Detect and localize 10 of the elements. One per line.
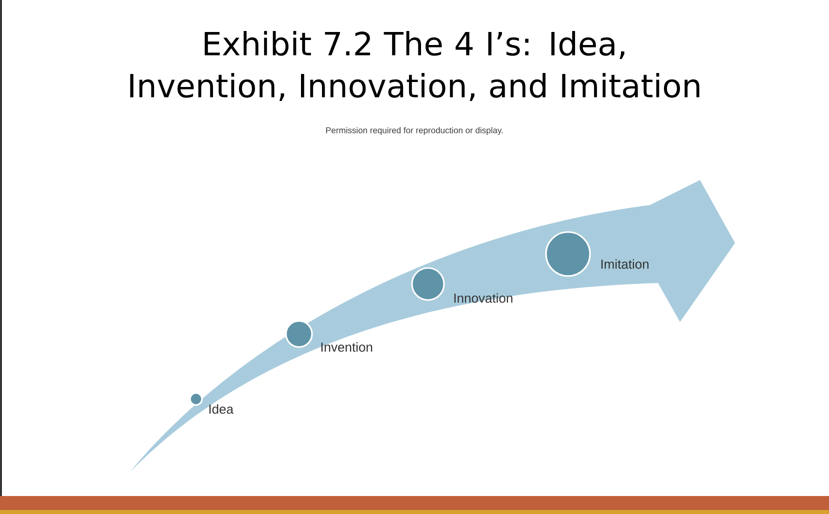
stage-label: Imitation (601, 259, 648, 269)
title: Exhibit 7.2 The 4 I’s: Idea, Invention, Innovation, and Imitation (130, 30, 700, 101)
marker-circle (189, 392, 203, 406)
note: Permission required for reproduction or display. (326, 127, 503, 135)
stage-label: Innovation (454, 293, 512, 303)
stage-label: Invention (321, 342, 372, 352)
stage-label: Idea (209, 404, 234, 414)
marker-circle (285, 320, 313, 348)
marker-circle (411, 267, 445, 301)
marker-circle (545, 231, 591, 277)
